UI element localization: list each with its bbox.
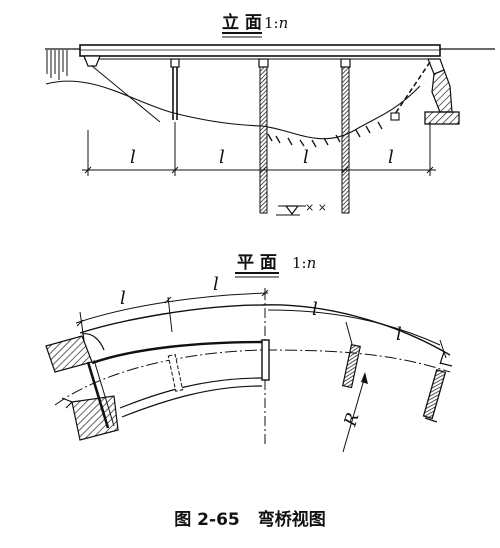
- pier-3: [340, 58, 351, 214]
- radius-arrow: [342, 372, 368, 453]
- plan-outer-edge: [79, 304, 451, 356]
- figure-caption-text: 弯桥视图: [257, 510, 326, 530]
- right-abutment: [390, 58, 460, 125]
- pier-1: [170, 58, 180, 120]
- terrain-profile: [45, 80, 421, 140]
- plan-pier-1: [167, 353, 184, 392]
- radius-label: R: [340, 410, 363, 429]
- elevation-view: 立 面 1:n: [45, 12, 495, 216]
- water-level-symbol: [276, 205, 306, 216]
- elevation-scale: 1:n: [264, 14, 288, 32]
- plan-span-label-1: l: [120, 288, 126, 309]
- riverbed-hatch: [267, 121, 383, 148]
- plan-lower-edge-1: [119, 377, 263, 409]
- plan-view: 平 面 1:n: [45, 253, 453, 453]
- left-slope-line: [91, 65, 161, 123]
- plan-right-abutment: [422, 351, 453, 423]
- figure-caption: 图 2-65 弯桥视图: [0, 505, 500, 530]
- plan-dimension-line: [75, 288, 447, 359]
- plan-left-abutment: [45, 333, 119, 441]
- plan-span-label-3: l: [312, 299, 318, 320]
- plan-pier-2: [261, 339, 270, 381]
- plan-pier-3: [342, 343, 361, 389]
- plan-span-label-2: l: [213, 274, 219, 295]
- plan-inner-edge: [91, 340, 263, 365]
- bridge-deck: [79, 44, 441, 57]
- figure-number: 图 2-65: [174, 510, 240, 530]
- water-level-marks: × ×: [305, 201, 327, 214]
- span-label-2: l: [219, 147, 225, 168]
- span-label-3: l: [303, 147, 309, 168]
- pier-2: [258, 58, 269, 214]
- span-dimension-line: [82, 122, 436, 176]
- left-abutment: [83, 55, 101, 67]
- plan-scale: 1:n: [292, 254, 316, 272]
- plan-span-label-4: l: [396, 324, 402, 345]
- left-earth-hatch: [46, 50, 68, 80]
- span-label-4: l: [388, 147, 394, 168]
- plan-lower-edge-2: [121, 385, 263, 418]
- span-label-1: l: [130, 147, 136, 168]
- elevation-title: 立 面: [222, 12, 262, 33]
- plan-title: 平 面: [237, 253, 277, 273]
